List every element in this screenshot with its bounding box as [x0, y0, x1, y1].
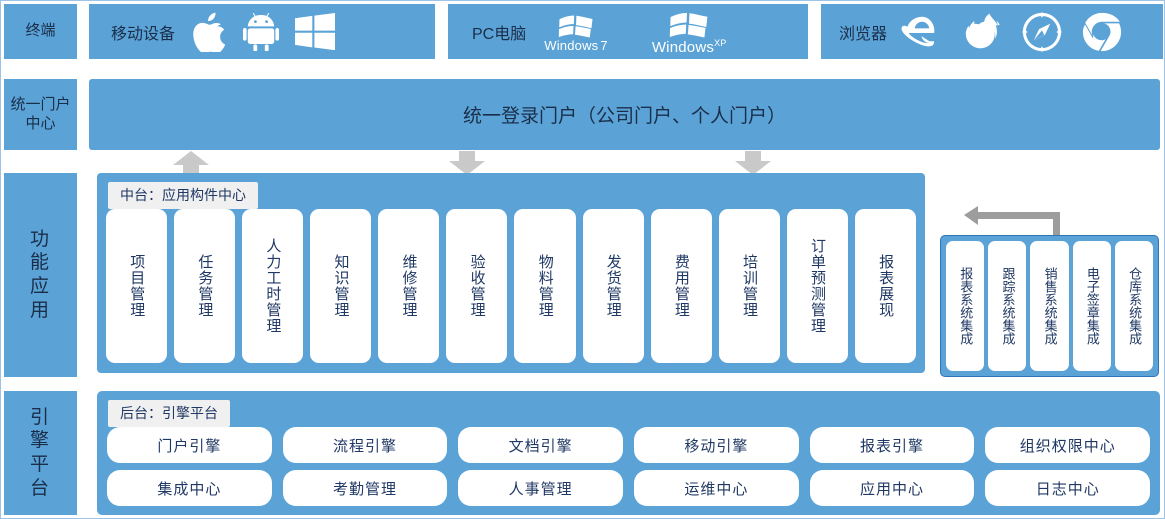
engine-card[interactable]: 文档引擎 [458, 427, 624, 463]
sidebar-item-label: 引擎平台 [29, 406, 51, 499]
sidebar-item-portal[interactable]: 统一门户中心 [4, 79, 77, 150]
integration-card[interactable]: 仓库系统集成 [1114, 241, 1154, 371]
windowsxp-label: WindowsXP [651, 37, 727, 56]
firefox-icon [961, 11, 1003, 53]
sidebar-item-engine[interactable]: 引擎平台 [4, 391, 77, 515]
arrow-left-integration [964, 203, 1060, 239]
engine-row: 集成中心 考勤管理 人事管理 运维中心 应用中心 日志中心 [107, 470, 1151, 506]
function-card[interactable]: 报表展现 [854, 209, 916, 363]
terminal-group-title: 移动设备 [111, 25, 176, 43]
mobile-icon-row [193, 12, 336, 52]
integration-card[interactable]: 电子签章集成 [1072, 241, 1111, 371]
safari-icon [1021, 11, 1063, 53]
sidebar-item-label: 功能应用 [29, 228, 51, 321]
terminal-group-browser: 浏览器 [821, 4, 1163, 59]
terminal-group-mobile: 移动设备 [89, 4, 435, 59]
arrow-up-portal [173, 151, 209, 175]
function-card[interactable]: 物料管理 [514, 209, 576, 363]
internet-explorer-icon [901, 11, 943, 53]
integration-card[interactable]: 跟踪系统集成 [988, 241, 1027, 371]
function-card[interactable]: 维修管理 [378, 209, 440, 363]
engine-card[interactable]: 门户引擎 [107, 427, 272, 463]
function-card[interactable]: 费用管理 [650, 209, 712, 363]
sidebar-item-function[interactable]: 功能应用 [4, 173, 77, 377]
engine-card[interactable]: 组织权限中心 [985, 427, 1151, 463]
function-application-panel: 中台：应用构件中心 项目管理 任务管理 人力工时管理 知识管理 维修管理 验收管… [97, 173, 925, 373]
function-card[interactable]: 培训管理 [718, 209, 780, 363]
terminal-group-title: 浏览器 [839, 25, 888, 43]
function-card[interactable]: 人力工时管理 [242, 209, 304, 363]
engine-card[interactable]: 运维中心 [634, 470, 799, 506]
engine-card[interactable]: 考勤管理 [282, 470, 448, 506]
integration-card[interactable]: 销售系统集成 [1030, 241, 1069, 371]
sidebar-item-terminal[interactable]: 终端 [4, 4, 77, 59]
windowsxp-icon: WindowsXP [652, 9, 727, 55]
engine-card[interactable]: 报表引擎 [809, 427, 975, 463]
engine-card-rows: 门户引擎 流程引擎 文档引擎 移动引擎 报表引擎 组织权限中心 集成中心 考勤管… [107, 427, 1151, 506]
windows-icon [295, 13, 336, 50]
engine-card[interactable]: 移动引擎 [634, 427, 799, 463]
terminal-group-title: PC电脑 [472, 25, 527, 43]
browser-icon-row [901, 11, 1123, 53]
sidebar-item-label: 统一门户中心 [10, 95, 71, 132]
android-icon [243, 12, 280, 51]
engine-card[interactable]: 流程引擎 [282, 427, 448, 463]
function-card-list: 项目管理 任务管理 人力工时管理 知识管理 维修管理 验收管理 物料管理 发货管… [106, 209, 916, 363]
chrome-icon [1081, 11, 1123, 53]
engine-platform-panel: 后台：引擎平台 门户引擎 流程引擎 文档引擎 移动引擎 报表引擎 组织权限中心 … [97, 391, 1160, 515]
portal-title: 统一登录门户（公司门户、个人门户） [462, 106, 786, 127]
integration-card[interactable]: 报表系统集成 [946, 241, 985, 371]
engine-panel-tag: 后台：引擎平台 [108, 400, 230, 427]
engine-row: 门户引擎 流程引擎 文档引擎 移动引擎 报表引擎 组织权限中心 [107, 427, 1151, 463]
function-card[interactable]: 订单预测管理 [786, 209, 848, 363]
engine-card[interactable]: 应用中心 [809, 470, 975, 506]
apple-icon [193, 12, 227, 52]
function-card[interactable]: 发货管理 [582, 209, 644, 363]
engine-card[interactable]: 人事管理 [458, 470, 624, 506]
function-card[interactable]: 项目管理 [106, 209, 168, 363]
system-integration-panel: 报表系统集成 跟踪系统集成 销售系统集成 电子签章集成 仓库系统集成 [940, 235, 1159, 377]
arrow-down-portal-2 [735, 151, 771, 175]
function-panel-tag: 中台：应用构件中心 [108, 182, 258, 209]
function-card[interactable]: 任务管理 [174, 209, 236, 363]
engine-card[interactable]: 集成中心 [107, 470, 272, 506]
sidebar-item-label: 终端 [25, 22, 56, 40]
engine-card[interactable]: 日志中心 [985, 470, 1151, 506]
arrow-down-portal-1 [449, 151, 485, 175]
unified-portal-bar[interactable]: 统一登录门户（公司门户、个人门户） [89, 79, 1160, 150]
function-card[interactable]: 验收管理 [446, 209, 508, 363]
function-card[interactable]: 知识管理 [310, 209, 372, 363]
